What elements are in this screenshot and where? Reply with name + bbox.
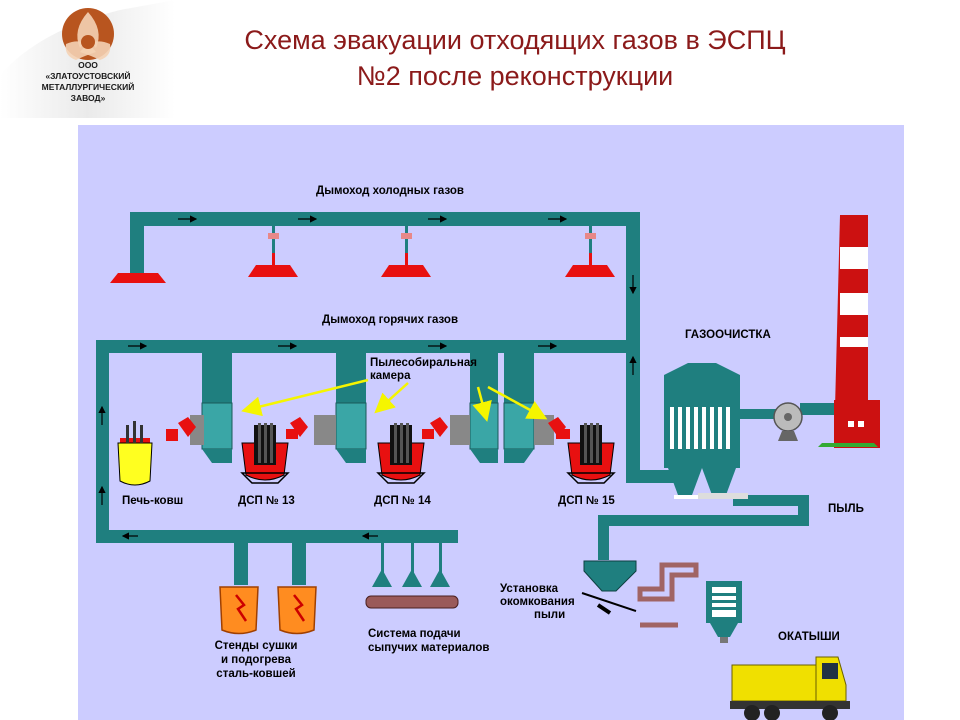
stands-label-line3: сталь-ковшей bbox=[216, 668, 296, 680]
chamber-2 bbox=[314, 353, 367, 463]
cold-hood-4 bbox=[565, 226, 615, 277]
ladle-furnace bbox=[117, 417, 196, 486]
eaf-15 bbox=[548, 417, 616, 484]
flow-arrows bbox=[98, 215, 637, 540]
bulk-feed-label-line2: сыпучих материалов bbox=[368, 642, 490, 654]
triquetra-logo-icon bbox=[0, 0, 175, 118]
chamber-1 bbox=[190, 353, 233, 463]
logo-org-line1: ООО bbox=[78, 60, 98, 70]
cold-gas-duct bbox=[130, 212, 640, 472]
scheme-drawing bbox=[96, 212, 880, 720]
evacuation-scheme: Дымоход холодных газов Дымоход горячих г… bbox=[78, 125, 904, 720]
drying-stands bbox=[219, 543, 317, 635]
stands-label-line2: и подогрева bbox=[221, 654, 291, 666]
dust-chamber-label: Пылесобиральная камера bbox=[370, 357, 477, 383]
chimney-icon bbox=[818, 215, 880, 448]
pelletizer-label-line2: окомкования bbox=[500, 596, 575, 608]
chamber-3 bbox=[450, 353, 499, 463]
cold-hood-2 bbox=[248, 226, 298, 277]
eaf15-label: ДСП № 15 bbox=[558, 495, 615, 507]
dust-label: ПЫЛЬ bbox=[828, 503, 864, 515]
dust-duct bbox=[598, 495, 809, 560]
pelletizer-label: Установка окомкования пыли bbox=[500, 583, 575, 622]
bulk-feed-system bbox=[365, 543, 459, 609]
bulk-feed-label: Система подачи сыпучих материалов bbox=[368, 627, 489, 655]
cold-hood-3 bbox=[381, 226, 431, 277]
pellets-label: ОКАТЫШИ bbox=[778, 631, 840, 643]
pelletizer-label-line1: Установка bbox=[500, 583, 559, 595]
dust-chamber-label-line2: камера bbox=[370, 370, 411, 382]
dump-truck-icon bbox=[730, 656, 850, 720]
eaf-13 bbox=[240, 417, 308, 484]
logo-org-line3: МЕТАЛЛУРГИЧЕСКИЙ bbox=[41, 82, 135, 92]
cold-duct-label: Дымоход холодных газов bbox=[316, 185, 464, 197]
pelletizer-label-line3: пыли bbox=[534, 609, 566, 621]
pelletizer bbox=[581, 560, 699, 628]
cold-hood-1 bbox=[110, 265, 166, 283]
logo-org-line2: «ЗЛАТОУСТОВСКИЙ bbox=[45, 71, 131, 81]
page-title: Схема эвакуации отходящих газов в ЭСПЦ №… bbox=[180, 22, 850, 94]
hot-duct-label: Дымоход горячих газов bbox=[322, 314, 459, 326]
eaf14-label: ДСП № 14 bbox=[374, 495, 431, 507]
logo-org-line4: ЗАВОД» bbox=[70, 93, 106, 103]
gas-cleaning-unit bbox=[664, 363, 748, 499]
title-line2: №2 после реконструкции bbox=[356, 61, 674, 91]
eaf-14 bbox=[376, 417, 448, 484]
dust-chamber-label-line1: Пылесобиральная bbox=[370, 357, 477, 369]
gas-cleaning-label: ГАЗООЧИСТКА bbox=[685, 329, 771, 341]
stands-label-line1: Стенды сушки bbox=[214, 640, 298, 652]
fan-icon bbox=[740, 402, 840, 441]
cold-gas-hoods bbox=[110, 226, 615, 283]
dust-chamber-pointers bbox=[241, 378, 548, 422]
company-logo: ООО «ЗЛАТОУСТОВСКИЙ МЕТАЛЛУРГИЧЕСКИЙ ЗАВ… bbox=[0, 0, 175, 118]
title-line1: Схема эвакуации отходящих газов в ЭСПЦ bbox=[244, 25, 786, 55]
eaf13-label: ДСП № 13 bbox=[238, 495, 295, 507]
ladle-furnace-label: Печь-ковш bbox=[122, 495, 184, 507]
stands-label: Стенды сушки и подогрева сталь-ковшей bbox=[198, 639, 314, 681]
pellet-dryer bbox=[706, 581, 742, 643]
bulk-feed-label-line1: Система подачи bbox=[368, 628, 461, 640]
